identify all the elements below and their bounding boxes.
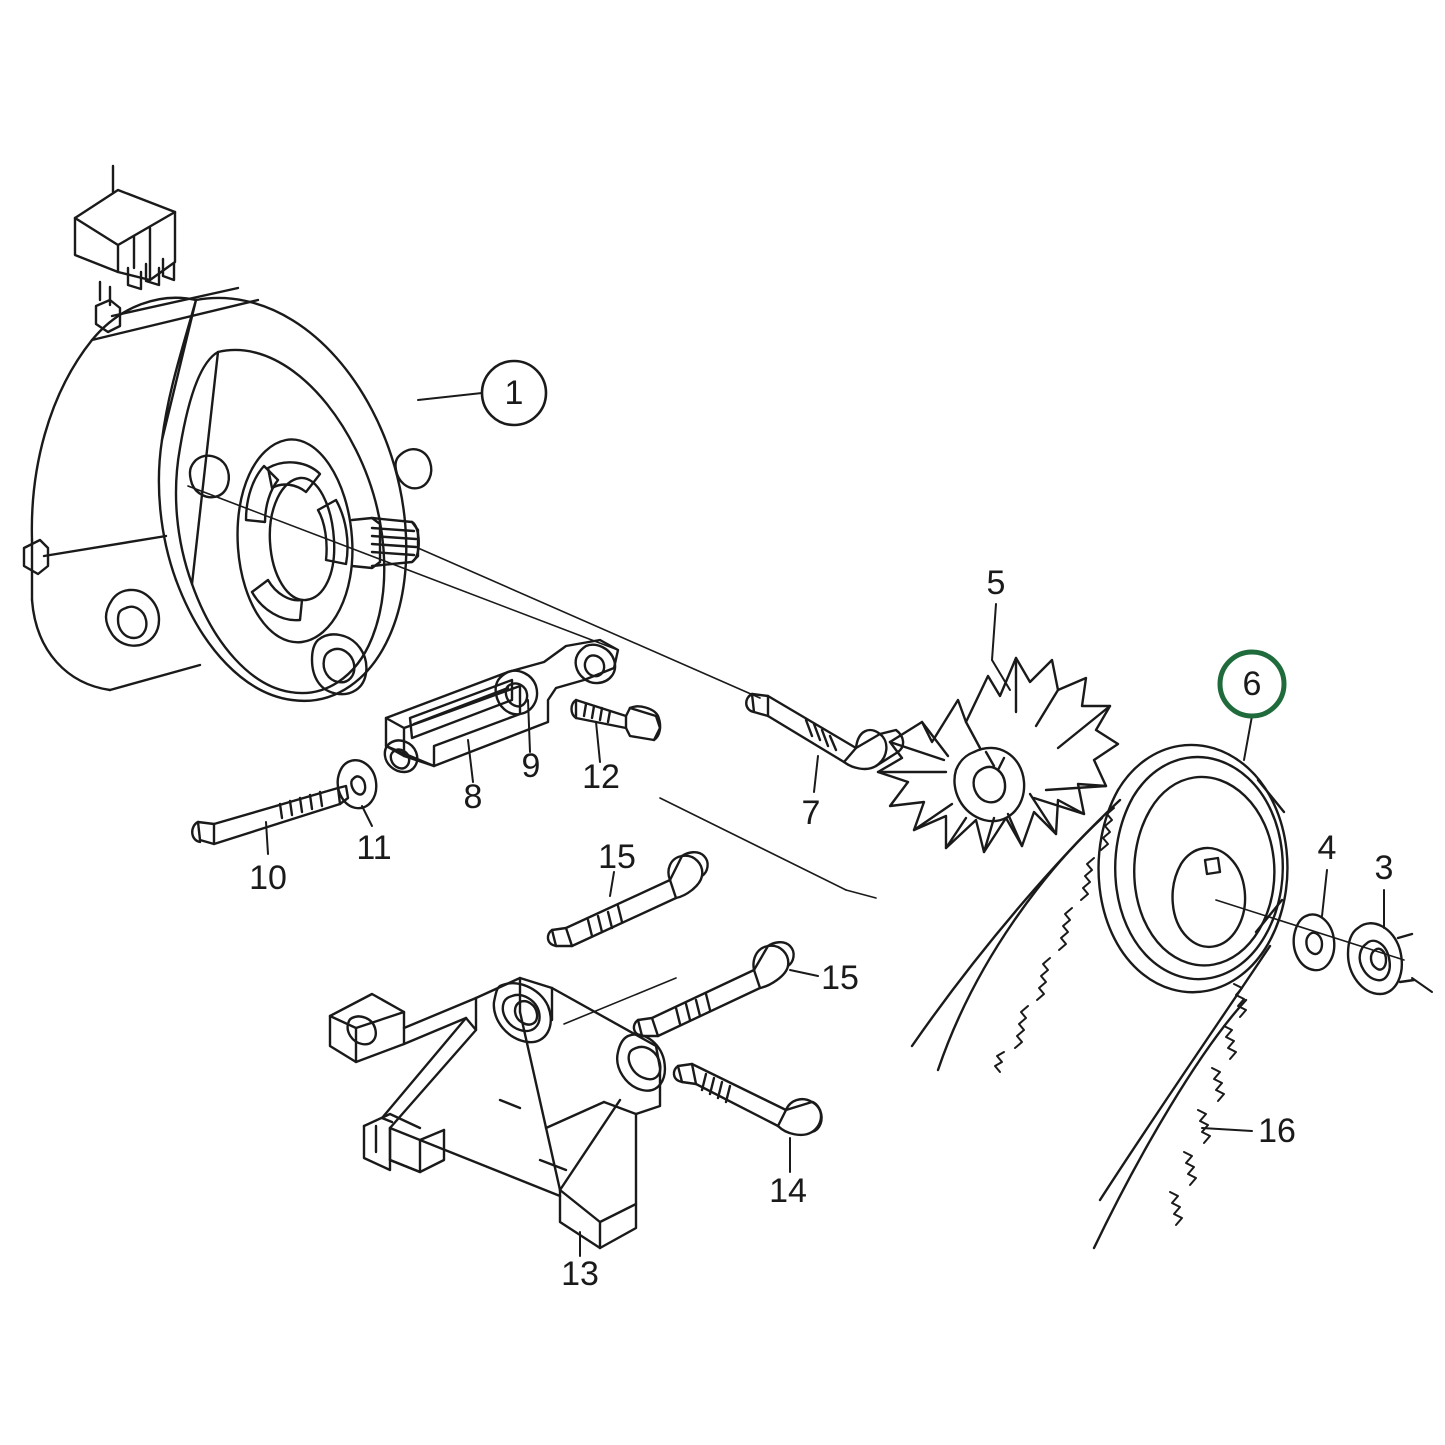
callout-label-8: 8 bbox=[463, 778, 483, 816]
callout-label-15-upper: 15 bbox=[598, 838, 636, 876]
bolt-12 bbox=[570, 698, 662, 763]
adjusting-link bbox=[383, 638, 620, 783]
assembly-axis-line-1 bbox=[187, 485, 619, 651]
callout-label-1: 1 bbox=[504, 374, 524, 412]
bolt-10 bbox=[191, 784, 350, 855]
alternator-body bbox=[22, 164, 483, 703]
leader-diagonal bbox=[659, 797, 847, 891]
assembly-axis-line-2 bbox=[417, 547, 761, 699]
mounting-bracket bbox=[328, 976, 667, 1257]
pulley bbox=[1097, 715, 1405, 994]
bolt-15-lower bbox=[632, 941, 819, 1038]
cooling-fan bbox=[876, 603, 1120, 854]
drive-belt bbox=[910, 798, 1272, 1250]
callout-label-14: 14 bbox=[769, 1172, 807, 1210]
callout-label-7: 7 bbox=[801, 794, 821, 832]
callout-label-3: 3 bbox=[1374, 849, 1394, 887]
washer-11 bbox=[336, 759, 378, 827]
callout-circle-6-highlight bbox=[1217, 649, 1287, 719]
leader-diagonal-end bbox=[845, 889, 877, 899]
callout-label-10: 10 bbox=[249, 859, 287, 897]
bolt-15-upper bbox=[546, 851, 709, 948]
callout-label-9: 9 bbox=[521, 747, 541, 785]
callout-label-11: 11 bbox=[356, 829, 392, 867]
bolt-14 bbox=[672, 1062, 823, 1173]
leader-bracket-to-bolt15 bbox=[563, 977, 677, 1025]
callout-label-13: 13 bbox=[561, 1255, 599, 1293]
callout-circle-1 bbox=[480, 359, 548, 427]
nut-3 bbox=[1346, 889, 1433, 996]
callout-label-15-lower: 15 bbox=[821, 959, 859, 997]
callout-label-6: 6 bbox=[1242, 665, 1262, 703]
callout-label-16: 16 bbox=[1258, 1112, 1296, 1150]
callout-label-12: 12 bbox=[582, 758, 620, 796]
callout-label-5: 5 bbox=[986, 564, 1006, 602]
bolt-7 bbox=[745, 692, 905, 793]
washer-4 bbox=[1292, 869, 1336, 972]
callout-label-4: 4 bbox=[1317, 829, 1337, 867]
